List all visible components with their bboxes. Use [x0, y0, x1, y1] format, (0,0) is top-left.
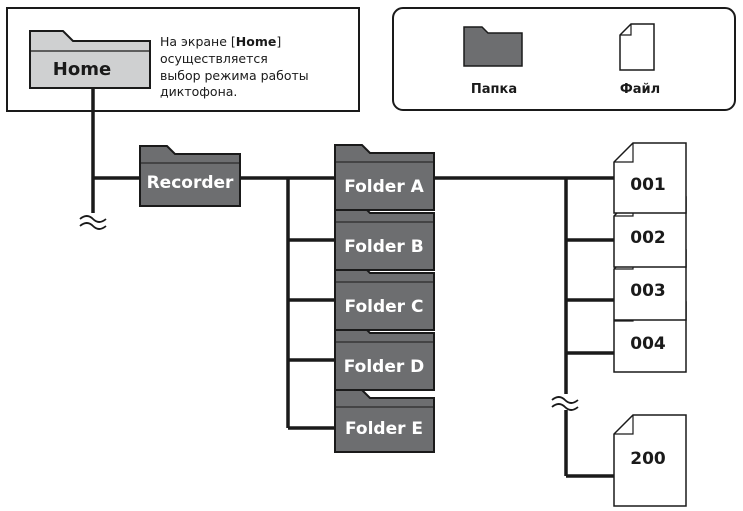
legend-file-icon — [619, 23, 655, 71]
file-001-icon — [613, 142, 687, 214]
legend-folder-icon — [463, 26, 523, 67]
folder-b-label: Folder B — [344, 237, 423, 257]
folder-a[interactable]: Folder A — [334, 144, 435, 211]
folder-a-label: Folder A — [344, 177, 424, 197]
recorder-folder-icon — [139, 145, 241, 207]
folder-c[interactable]: Folder C — [334, 264, 435, 331]
legend-folder: Папка — [463, 26, 523, 97]
file-001[interactable]: 001 — [613, 142, 687, 214]
home-description-line3: выбор режима работы — [160, 68, 309, 83]
folder-d-label: Folder D — [344, 357, 425, 377]
recorder-folder-label: Recorder — [147, 173, 234, 193]
file-004-label: 004 — [630, 334, 666, 354]
break-mark-home — [79, 213, 109, 230]
file-200-label: 200 — [630, 449, 666, 469]
file-200[interactable]: 200 — [613, 414, 687, 507]
legend-box — [392, 7, 736, 111]
folder-a-icon — [334, 144, 435, 211]
home-description-line4: диктофона. — [160, 84, 237, 99]
folder-e[interactable]: Folder E — [334, 389, 435, 453]
file-001-label: 001 — [630, 175, 666, 195]
folder-b[interactable]: Folder B — [334, 204, 435, 271]
legend-file-label: Файл — [620, 82, 660, 97]
home-folder[interactable]: Home — [29, 30, 151, 89]
file-200-icon — [613, 414, 687, 507]
home-folder-label: Home — [53, 59, 111, 80]
break-mark-files — [551, 394, 581, 411]
connector-lines — [91, 88, 614, 478]
legend-folder-label: Папка — [471, 82, 517, 97]
home-description-line1: На экране [Home] — [160, 34, 281, 49]
file-003-label: 003 — [630, 281, 666, 301]
home-description-line2: осуществляется — [160, 51, 268, 66]
home-folder-icon — [29, 30, 151, 89]
recorder-folder[interactable]: Recorder — [139, 145, 241, 207]
folder-d[interactable]: Folder D — [334, 324, 435, 391]
legend-file: Файл — [619, 23, 660, 97]
folder-c-label: Folder C — [345, 297, 424, 317]
file-002-label: 002 — [630, 228, 666, 248]
folder-e-label: Folder E — [345, 419, 423, 439]
